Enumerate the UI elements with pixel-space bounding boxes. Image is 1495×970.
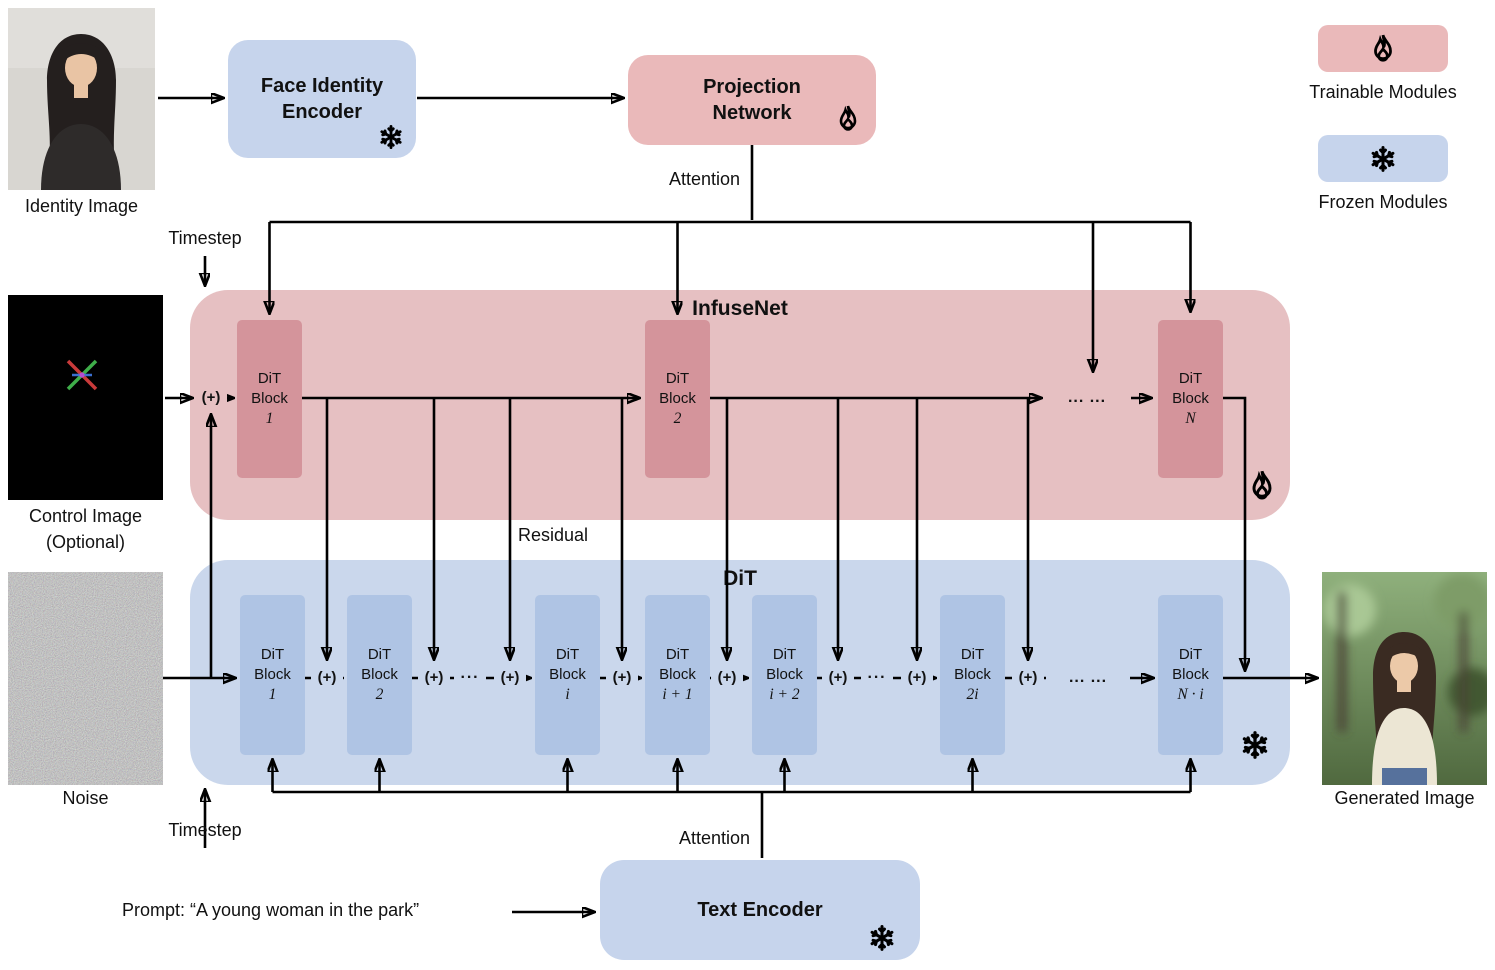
dit-block-1: DiT Block 1 bbox=[240, 595, 305, 755]
legend-frozen-label: Frozen Modules bbox=[1318, 192, 1448, 212]
attention-bottom-label: Attention bbox=[678, 828, 750, 848]
infusenet-ellipsis: ... ... bbox=[1047, 386, 1127, 410]
generated-image-caption: Generated Image bbox=[1334, 788, 1475, 808]
control-image-caption-line2: (Optional) bbox=[45, 532, 126, 552]
control-image-caption-line1: Control Image bbox=[28, 506, 143, 526]
face-identity-encoder-module: Face Identity Encoder bbox=[228, 40, 416, 158]
dit-block-i2: DiT Block i + 2 bbox=[752, 595, 817, 755]
dit-add-node-1: (+) bbox=[311, 666, 343, 690]
block-index: 2i bbox=[966, 686, 979, 704]
legend-trainable-swatch bbox=[1318, 25, 1448, 72]
timestep-top-label: Timestep bbox=[168, 228, 242, 248]
infusenet-dit-block-2: DiT Block 2 bbox=[645, 320, 710, 478]
dit-block-2: DiT Block 2 bbox=[347, 595, 412, 755]
block-name: DiT bbox=[665, 645, 690, 663]
control-pose-illustration bbox=[8, 295, 163, 500]
dit-title: DiT bbox=[723, 567, 757, 590]
residual-label: Residual bbox=[518, 525, 589, 545]
infusenet-title: InfuseNet bbox=[692, 297, 788, 320]
control-image bbox=[8, 295, 163, 500]
infusenet-dit-block-1: DiT Block 1 bbox=[237, 320, 302, 478]
flame-icon bbox=[1252, 470, 1272, 500]
block-name: DiT bbox=[367, 645, 392, 663]
snowflake-icon bbox=[378, 124, 404, 150]
flame-icon bbox=[839, 105, 857, 131]
timestep-bottom-label: Timestep bbox=[168, 820, 242, 840]
dit-block-ni: DiT Block N · i bbox=[1158, 595, 1223, 755]
text-encoder-module: Text Encoder bbox=[600, 860, 920, 960]
text-encoder-label: Text Encoder bbox=[697, 899, 823, 921]
block-name: DiT bbox=[960, 645, 985, 663]
block-name: DiT bbox=[1178, 369, 1203, 387]
dit-block-2i: DiT Block 2i bbox=[940, 595, 1005, 755]
legend-trainable-label: Trainable Modules bbox=[1309, 82, 1457, 102]
dit-add-node-2: (+) bbox=[418, 666, 450, 690]
dit-ellipsis-3: ... ... bbox=[1046, 666, 1130, 690]
block-label: Block bbox=[1172, 666, 1209, 684]
identity-image-caption: Identity Image bbox=[24, 196, 139, 216]
block-name: DiT bbox=[665, 369, 690, 387]
projection-label-line1: Projection bbox=[703, 76, 801, 98]
infusenet-dit-block-n: DiT Block N bbox=[1158, 320, 1223, 478]
block-label: Block bbox=[251, 390, 288, 408]
infusenet-add-node: (+) bbox=[195, 386, 227, 410]
block-label: Block bbox=[254, 666, 291, 684]
face-encoder-label-line2: Encoder bbox=[281, 101, 363, 123]
identity-photo-illustration bbox=[8, 8, 155, 190]
block-index: 2 bbox=[673, 410, 682, 428]
dit-block-i1: DiT Block i + 1 bbox=[645, 595, 710, 755]
noise-image bbox=[8, 572, 163, 785]
block-label: Block bbox=[659, 390, 696, 408]
projection-label-line2: Network bbox=[712, 102, 792, 124]
generated-photo-illustration bbox=[1322, 572, 1487, 785]
block-name: DiT bbox=[260, 645, 285, 663]
noise-illustration bbox=[8, 572, 163, 785]
snowflake-icon bbox=[1240, 730, 1270, 760]
prompt-text: Prompt: “A young woman in the park” bbox=[122, 900, 420, 920]
identity-image bbox=[8, 8, 155, 190]
block-name: DiT bbox=[1178, 645, 1203, 663]
dit-add-node-3: (+) bbox=[494, 666, 526, 690]
block-index: 1 bbox=[268, 686, 277, 704]
attention-top-label: Attention bbox=[668, 169, 740, 189]
block-label: Block bbox=[1172, 390, 1209, 408]
block-label: Block bbox=[659, 666, 696, 684]
dit-ellipsis-1: ··· bbox=[454, 666, 486, 690]
block-label: Block bbox=[954, 666, 991, 684]
dit-add-node-6: (+) bbox=[822, 666, 854, 690]
dit-add-node-4: (+) bbox=[606, 666, 638, 690]
generated-image bbox=[1322, 572, 1487, 785]
dit-block-i: DiT Block i bbox=[535, 595, 600, 755]
block-name: DiT bbox=[257, 369, 282, 387]
dit-ellipsis-2: ··· bbox=[861, 666, 893, 690]
block-label: Block bbox=[361, 666, 398, 684]
projection-network-module: Projection Network bbox=[628, 55, 876, 145]
block-index: 1 bbox=[265, 410, 274, 428]
dit-add-node-7: (+) bbox=[901, 666, 933, 690]
dit-add-node-5: (+) bbox=[711, 666, 743, 690]
block-index: i bbox=[565, 686, 570, 704]
block-index: 2 bbox=[375, 686, 384, 704]
noise-caption: Noise bbox=[62, 788, 109, 808]
block-index: i + 1 bbox=[662, 686, 693, 704]
snowflake-icon bbox=[868, 924, 896, 952]
legend-frozen-swatch bbox=[1318, 135, 1448, 182]
block-index: N · i bbox=[1177, 686, 1204, 704]
flame-icon bbox=[1374, 33, 1392, 62]
block-name: DiT bbox=[555, 645, 580, 663]
dit-add-node-8: (+) bbox=[1012, 666, 1044, 690]
block-label: Block bbox=[549, 666, 586, 684]
block-index: i + 2 bbox=[769, 686, 800, 704]
block-name: DiT bbox=[772, 645, 797, 663]
block-index: N bbox=[1185, 410, 1196, 428]
snowflake-icon bbox=[1369, 145, 1397, 173]
face-encoder-label-line1: Face Identity bbox=[260, 75, 384, 97]
block-label: Block bbox=[766, 666, 803, 684]
